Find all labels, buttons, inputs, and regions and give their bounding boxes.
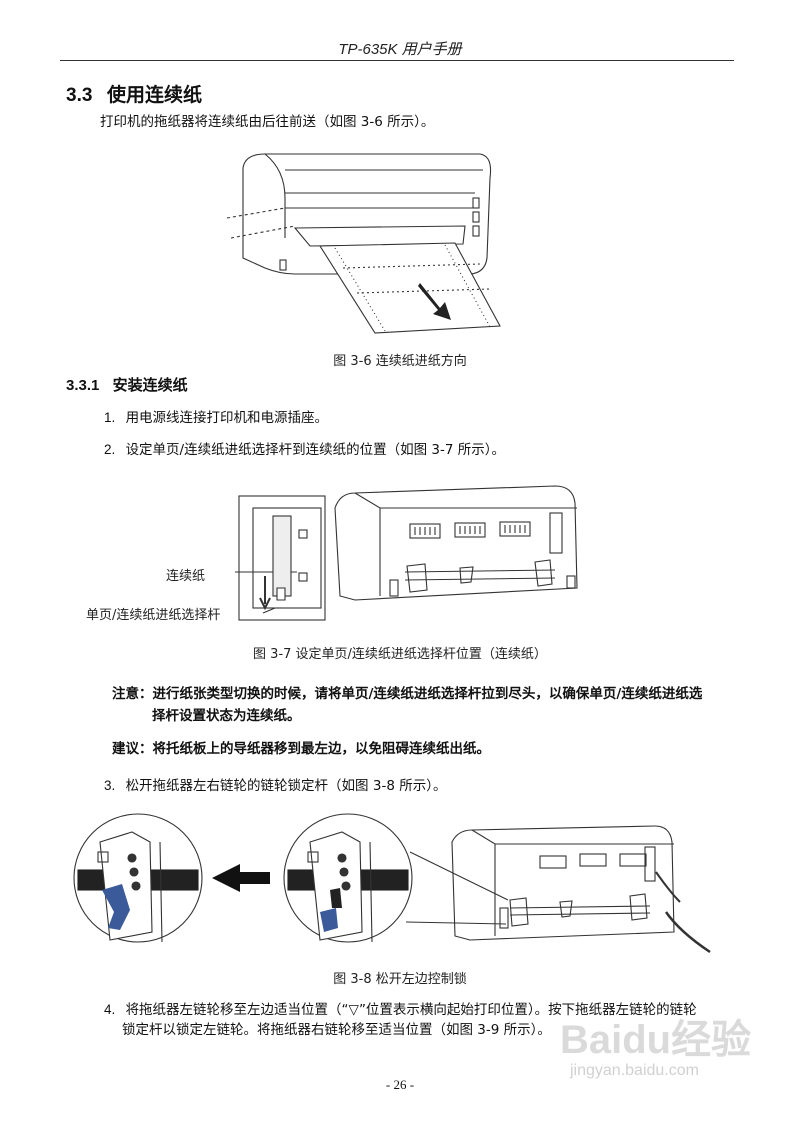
note-line-1: 注意：进行纸张类型切换的时候，请将单页/连续纸进纸选择杆拉到尽头，以确保单页/连… (112, 686, 703, 702)
baidu-watermark: Baidu经验 jingyan.baidu.com (560, 1018, 760, 1098)
step-number: 3. (104, 778, 116, 793)
subsection-number: 3.3.1 (66, 377, 100, 394)
figure-3-8-illustration (73, 813, 711, 954)
step-1: 1. 用电源线连接打印机和电源插座。 (104, 408, 328, 428)
figure-3-7-caption: 图 3-7 设定单页/连续纸进纸选择杆位置（连续纸） (253, 647, 547, 662)
note-line-2: 择杆设置状态为连续纸。 (152, 708, 301, 724)
figure-3-6-caption: 图 3-6 连续纸进纸方向 (333, 354, 467, 369)
step-3: 3. 松开拖纸器左右链轮的链轮锁定杆（如图 3-8 所示）。 (104, 776, 446, 796)
watermark-brand: Baidu经验 (560, 1018, 752, 1062)
figure-3-7-label-continuous: 连续纸 (166, 569, 206, 584)
watermark-url: jingyan.baidu.com (570, 1062, 699, 1079)
step-text: 用电源线连接打印机和电源插座。 (125, 410, 329, 426)
step-number: 2. (104, 442, 116, 457)
advice-text: 建议：将托纸板上的导纸器移到最左边，以免阻碍连续纸出纸。 (112, 741, 490, 757)
step-4: 4. 将拖纸器左链轮移至左边适当位置（“▽”位置表示横向起始打印位置）。按下拖纸… (104, 1000, 697, 1020)
step-4-line-2: 锁定杆以锁定左链轮。将拖纸器右链轮移至适当位置（如图 3-9 所示）。 (122, 1022, 551, 1038)
header-rule (60, 60, 734, 61)
figure-3-6-printer-illustration (226, 153, 501, 334)
step-number: 1. (104, 410, 116, 425)
figure-3-7-printer-rear-illustration (235, 485, 578, 621)
running-header: TP-635K 用户手册 (338, 41, 462, 58)
figure-3-8-caption: 图 3-8 松开左边控制锁 (333, 972, 467, 987)
step-text: 松开拖纸器左右链轮的链轮锁定杆（如图 3-8 所示）。 (125, 778, 447, 794)
figure-3-7-label-lever: 单页/连续纸进纸选择杆 (86, 608, 221, 623)
section-heading: 3.3 使用连续纸 (66, 80, 202, 107)
step-text-line-1: 将拖纸器左链轮移至左边适当位置（“▽”位置表示横向起始打印位置）。按下拖纸器左链… (125, 1002, 697, 1018)
section-number: 3.3 (66, 85, 93, 106)
step-text: 设定单页/连续纸进纸选择杆到连续纸的位置（如图 3-7 所示）。 (125, 442, 505, 458)
page-number: - 26 - (385, 1077, 415, 1092)
section-title: 使用连续纸 (107, 84, 203, 106)
subsection-heading: 3.3.1 安装连续纸 (66, 374, 188, 395)
section-intro: 打印机的拖纸器将连续纸由后往前送（如图 3-6 所示）。 (100, 114, 435, 130)
step-2: 2. 设定单页/连续纸进纸选择杆到连续纸的位置（如图 3-7 所示）。 (104, 440, 505, 460)
subsection-title: 安装连续纸 (112, 376, 188, 394)
step-number: 4. (104, 1002, 116, 1017)
